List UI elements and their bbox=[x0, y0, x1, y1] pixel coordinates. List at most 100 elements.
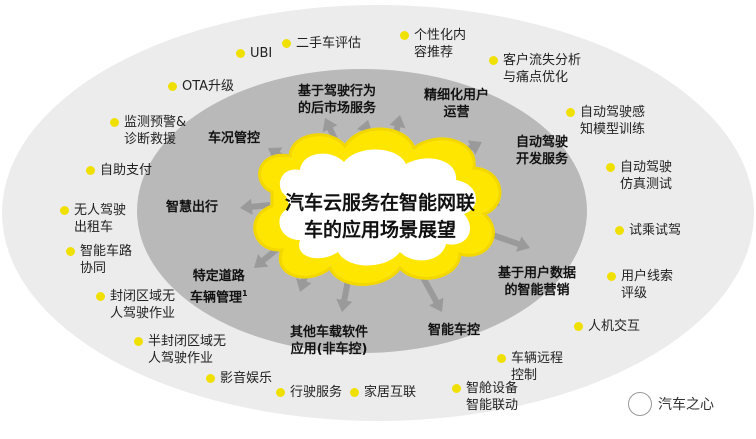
inner-item-smart-control-line1: 智能车控 bbox=[428, 323, 481, 338]
inner-item-marketing-line1: 基于用户数据 bbox=[498, 266, 577, 281]
outer-item-driving-service-line1: 行驶服务 bbox=[290, 385, 343, 400]
outer-item-perception-line1: 自动驾驶感 bbox=[580, 105, 646, 120]
inner-item-postmarket-line2: 的后市场服务 bbox=[298, 101, 377, 116]
outer-item-entertainment-line1: 影音娱乐 bbox=[220, 371, 273, 386]
bullet-dot bbox=[134, 337, 143, 346]
bullet-dot bbox=[566, 108, 575, 117]
outer-item-perception-line2: 知模型训练 bbox=[580, 122, 646, 137]
outer-item-churn-line1: 客户流失分析 bbox=[503, 53, 582, 68]
outer-item-robotaxi-line2: 出租车 bbox=[74, 220, 114, 235]
wechat-icon bbox=[628, 392, 652, 416]
arrow-head bbox=[254, 254, 269, 268]
outer-item-closed-area-line2: 人驾驶作业 bbox=[110, 306, 176, 321]
arrow-head bbox=[322, 118, 338, 133]
bullet-dot bbox=[497, 354, 506, 363]
inner-item-car-condition: 车况管控 bbox=[208, 130, 260, 147]
outer-item-v2x-line2: 协同 bbox=[80, 261, 107, 276]
arrow-head bbox=[516, 236, 530, 252]
center-title-line1: 汽车云服务在智能网联 bbox=[284, 192, 475, 214]
inner-item-special-road: 特定道路 车辆管理1 bbox=[190, 268, 248, 306]
bullet-dot bbox=[206, 374, 215, 383]
outer-item-test-drive: 试乘试驾 bbox=[629, 222, 681, 239]
outer-item-personalized-line1: 个性化内 bbox=[414, 28, 467, 43]
inner-item-special-road-line2-wrap: 车辆管理1 bbox=[190, 285, 248, 306]
outer-item-home: 家居互联 bbox=[364, 384, 416, 401]
outer-item-ota: OTA升级 bbox=[182, 78, 234, 95]
bullet-dot bbox=[607, 272, 616, 281]
arrow-head bbox=[467, 140, 482, 155]
inner-item-marketing-line2: 的智能营销 bbox=[504, 283, 570, 298]
outer-item-home-line1: 家居互联 bbox=[364, 385, 417, 400]
outer-item-entertainment: 影音娱乐 bbox=[220, 370, 272, 387]
outer-item-simulation: 自动驾驶仿真测试 bbox=[620, 159, 672, 193]
outer-item-ota-line1: OTA升级 bbox=[182, 79, 235, 94]
inner-item-adas-dev: 自动驾驶 开发服务 bbox=[516, 134, 568, 168]
arrow-head bbox=[240, 198, 253, 215]
footnote-marker: 1 bbox=[242, 289, 248, 298]
outer-item-used-car-line1: 二手车评估 bbox=[296, 36, 362, 51]
inner-item-ops: 精细化用户 运营 bbox=[424, 87, 489, 121]
outer-item-remote-line1: 车辆远程 bbox=[511, 351, 564, 366]
arrow-head bbox=[268, 147, 283, 162]
outer-item-hmi: 人机交互 bbox=[588, 318, 640, 335]
outer-item-leads-line2: 评级 bbox=[621, 286, 648, 301]
bullet-dot bbox=[110, 118, 119, 127]
bullet-dot bbox=[400, 31, 409, 40]
outer-item-hmi-line1: 人机交互 bbox=[588, 319, 641, 334]
outer-item-monitor-line2: 诊断救援 bbox=[124, 132, 177, 147]
inner-item-special-road-line1: 特定道路 bbox=[192, 269, 245, 284]
inner-item-adas-dev-line1: 自动驾驶 bbox=[516, 135, 569, 150]
outer-item-remote-line2: 控制 bbox=[511, 368, 538, 383]
bullet-dot bbox=[452, 384, 461, 393]
inner-item-postmarket-line1: 基于驾驶行为 bbox=[298, 84, 377, 99]
outer-item-monitor-line1: 监测预警& bbox=[124, 115, 187, 130]
outer-item-churn: 客户流失分析与痛点优化 bbox=[503, 52, 581, 86]
inner-item-marketing: 基于用户数据 的智能营销 bbox=[498, 265, 576, 299]
inner-item-ops-line2: 运营 bbox=[443, 105, 470, 120]
outer-item-personalized-line2: 容推荐 bbox=[414, 45, 454, 60]
bullet-dot bbox=[168, 82, 177, 91]
outer-item-v2x: 智能车路协同 bbox=[80, 243, 132, 277]
inner-item-smart-travel: 智慧出行 bbox=[166, 199, 218, 216]
center-cloud bbox=[253, 127, 502, 286]
outer-item-driving-service: 行驶服务 bbox=[290, 384, 342, 401]
bullet-dot bbox=[350, 388, 359, 397]
outer-item-semi-closed: 半封闭区域无人驾驶作业 bbox=[148, 333, 226, 367]
outer-item-personalized: 个性化内容推荐 bbox=[414, 27, 466, 61]
outer-item-cockpit: 智舱设备智能联动 bbox=[466, 380, 518, 414]
bullet-dot bbox=[96, 292, 105, 301]
outer-item-ubi-line1: UBI bbox=[250, 46, 273, 61]
bullet-dot bbox=[606, 163, 615, 172]
outer-item-perception: 自动驾驶感知模型训练 bbox=[580, 104, 645, 138]
center-title: 汽车云服务在智能网联 车的应用场景展望 bbox=[270, 190, 490, 244]
bullet-dot bbox=[615, 226, 624, 235]
bullet-dot bbox=[236, 49, 245, 58]
bullet-dot bbox=[282, 39, 291, 48]
inner-item-ops-line1: 精细化用户 bbox=[424, 88, 490, 103]
outer-item-cockpit-line2: 智能联动 bbox=[466, 398, 519, 413]
outer-item-semi-closed-line1: 半封闭区域无 bbox=[148, 334, 227, 349]
outer-item-simulation-line1: 自动驾驶 bbox=[620, 160, 673, 175]
outer-item-leads: 用户线索评级 bbox=[621, 268, 673, 302]
arrow-head bbox=[336, 298, 353, 312]
inner-item-smart-travel-line1: 智慧出行 bbox=[166, 200, 219, 215]
arrow-head bbox=[429, 297, 444, 312]
inner-item-adas-dev-line2: 开发服务 bbox=[516, 152, 569, 167]
inner-item-car-condition-line1: 车况管控 bbox=[208, 131, 261, 146]
inner-item-postmarket: 基于驾驶行为 的后市场服务 bbox=[298, 83, 376, 117]
outer-item-cockpit-line1: 智舱设备 bbox=[466, 381, 519, 396]
outer-item-monitor: 监测预警&诊断救援 bbox=[124, 114, 186, 148]
outer-item-churn-line2: 与痛点优化 bbox=[503, 70, 569, 85]
outer-item-simulation-line2: 仿真测试 bbox=[620, 177, 673, 192]
outer-item-remote: 车辆远程控制 bbox=[511, 350, 563, 384]
outer-item-test-drive-line1: 试乘试驾 bbox=[629, 223, 682, 238]
outer-item-robotaxi-line1: 无人驾驶 bbox=[74, 203, 127, 218]
bullet-dot bbox=[66, 247, 75, 256]
outer-item-closed-area: 封闭区域无人驾驶作业 bbox=[110, 288, 175, 322]
outer-item-v2x-line1: 智能车路 bbox=[80, 244, 133, 259]
arrow-head bbox=[389, 115, 406, 129]
outer-item-leads-line1: 用户线索 bbox=[621, 269, 674, 284]
outer-item-robotaxi: 无人驾驶出租车 bbox=[74, 202, 126, 236]
outer-item-used-car: 二手车评估 bbox=[296, 35, 361, 52]
